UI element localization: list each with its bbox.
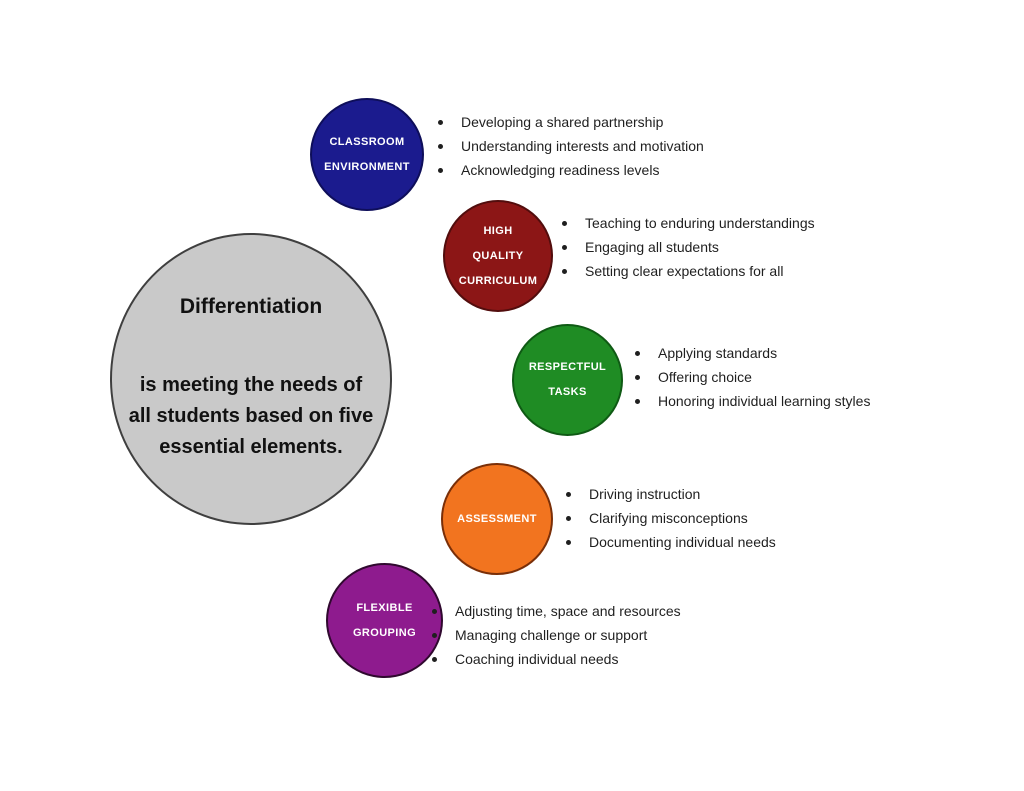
bullet-item: Adjusting time, space and resources [432, 599, 681, 623]
circle-flexible-grouping: FLEXIBLE GROUPING [326, 563, 443, 678]
bullet-item: Offering choice [635, 365, 870, 389]
circle-label: ENVIRONMENT [324, 160, 410, 173]
circle-label: FLEXIBLE [356, 601, 413, 614]
bullet-list-flexible-grouping: Adjusting time, space and resources Mana… [432, 599, 681, 671]
bullet-item: Driving instruction [566, 482, 776, 506]
bullet-item: Teaching to enduring understandings [562, 211, 815, 235]
bullet-item: Managing challenge or support [432, 623, 681, 647]
bullet-text: Acknowledging readiness levels [461, 162, 660, 178]
circle-label: HIGH [483, 224, 513, 237]
circle-label: CLASSROOM [329, 135, 405, 148]
bullet-icon [635, 350, 640, 356]
bullet-text: Developing a shared partnership [461, 114, 664, 130]
bullet-icon [566, 491, 571, 497]
bullet-icon [562, 244, 567, 250]
circle-label: QUALITY [472, 249, 524, 262]
bullet-text: Understanding interests and motivation [461, 138, 704, 154]
bullet-item: Applying standards [635, 341, 870, 365]
bullet-text: Driving instruction [589, 486, 701, 502]
bullet-icon [562, 268, 567, 274]
circle-label: ASSESSMENT [457, 512, 537, 525]
circle-label: RESPECTFUL [528, 361, 607, 373]
bullet-item: Documenting individual needs [566, 530, 776, 554]
bullet-icon [635, 398, 640, 404]
bullet-icon [635, 374, 640, 380]
bullet-text: Coaching individual needs [455, 651, 619, 667]
circle-high-quality-curriculum: HIGH QUALITY CURRICULUM [443, 200, 553, 312]
bullet-icon [438, 143, 443, 149]
bullet-text: Engaging all students [585, 239, 719, 255]
bullet-icon [562, 220, 567, 226]
bullet-icon [566, 539, 571, 545]
bullet-list-classroom-environment: Developing a shared partnership Understa… [438, 110, 704, 182]
main-circle-description-line: all students based on five [128, 405, 374, 427]
main-circle-description-line: is meeting the needs of [139, 374, 363, 396]
bullet-item: Coaching individual needs [432, 647, 681, 671]
bullet-icon [432, 608, 437, 614]
bullet-text: Documenting individual needs [589, 534, 776, 550]
bullet-text: Adjusting time, space and resources [455, 603, 681, 619]
bullet-text: Honoring individual learning styles [658, 393, 871, 409]
circle-label: CURRICULUM [458, 274, 538, 287]
bullet-text: Clarifying misconceptions [589, 510, 748, 526]
main-circle-description-line: essential elements. [159, 436, 343, 458]
main-circle: Differentiation is meeting the needs of … [110, 233, 392, 525]
main-circle-title: Differentiation [179, 295, 323, 318]
bullet-icon [432, 656, 437, 662]
bullet-text: Teaching to enduring understandings [585, 215, 815, 231]
main-circle-description: is meeting the needs of all students bas… [112, 370, 390, 463]
bullet-list-high-quality-curriculum: Teaching to enduring understandings Enga… [562, 211, 815, 283]
bullet-text: Managing challenge or support [455, 627, 648, 643]
circle-label: TASKS [548, 386, 587, 398]
circle-respectful-tasks: RESPECTFUL TASKS [512, 324, 623, 436]
bullet-text: Offering choice [658, 369, 752, 385]
bullet-icon [432, 632, 437, 638]
bullet-item: Clarifying misconceptions [566, 506, 776, 530]
bullet-icon [566, 515, 571, 521]
bullet-text: Setting clear expectations for all [585, 263, 784, 279]
bullet-item: Honoring individual learning styles [635, 389, 870, 413]
bullet-icon [438, 167, 443, 173]
bullet-item: Acknowledging readiness levels [438, 158, 704, 182]
bullet-icon [438, 119, 443, 125]
bullet-item: Setting clear expectations for all [562, 259, 815, 283]
bullet-item: Developing a shared partnership [438, 110, 704, 134]
bullet-list-respectful-tasks: Applying standards Offering choice Honor… [635, 341, 870, 413]
bullet-item: Understanding interests and motivation [438, 134, 704, 158]
bullet-list-assessment: Driving instruction Clarifying misconcep… [566, 482, 776, 554]
bullet-text: Applying standards [658, 345, 778, 361]
circle-label: GROUPING [352, 626, 417, 639]
circle-assessment: ASSESSMENT [441, 463, 553, 575]
bullet-item: Engaging all students [562, 235, 815, 259]
circle-classroom-environment: CLASSROOM ENVIRONMENT [310, 98, 424, 211]
